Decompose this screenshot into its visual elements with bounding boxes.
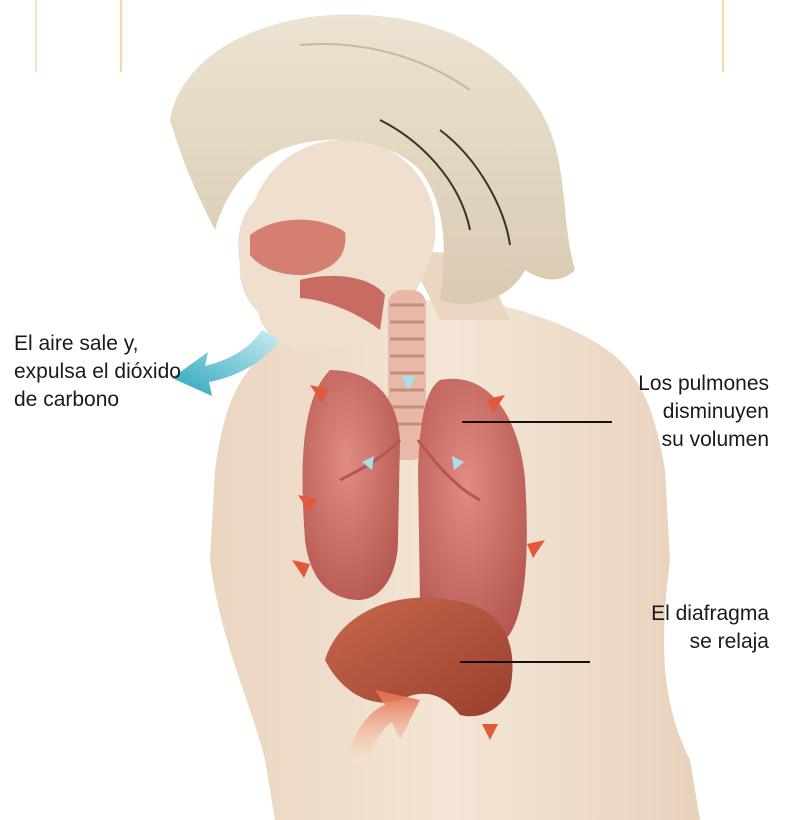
lungs-label: Los pulmones disminuyen su volumen bbox=[638, 370, 769, 454]
diaphragm-label: El diafragma se relaja bbox=[651, 600, 769, 656]
exhale-label: El aire sale y, expulsa el dióxido de ca… bbox=[14, 330, 181, 414]
